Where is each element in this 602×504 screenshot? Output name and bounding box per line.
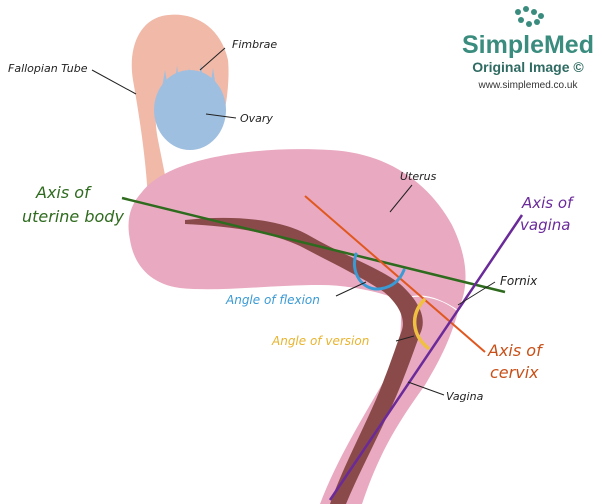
- label-axis-uterine-1: Axis of: [35, 183, 92, 202]
- label-ovary: Ovary: [240, 112, 273, 125]
- axis-vagina-line: [328, 214, 524, 501]
- brand-url: www.simplemed.co.uk: [478, 80, 579, 91]
- label-axis-cervix-2: cervix: [490, 363, 539, 382]
- pointer-fallopian: [91, 69, 137, 95]
- uterine-cavity: [185, 217, 423, 504]
- axis-uterine-body-line: [121, 196, 506, 294]
- fallopian-tube: [131, 14, 229, 200]
- fimbrae: [162, 64, 216, 88]
- pointer-flexion: [335, 281, 367, 297]
- angle-flexion-arc: [353, 252, 406, 291]
- brand-tagline: Original Image ©: [472, 59, 584, 75]
- angle-version-arc: [413, 298, 430, 350]
- brand-name: SimpleMed: [462, 31, 594, 59]
- pointer-uterus: [389, 184, 413, 213]
- axis-cervix-line: [304, 195, 486, 353]
- pointer-ovary: [205, 113, 237, 119]
- label-axis-uterine-2: uterine body: [22, 207, 124, 226]
- uterus: [128, 149, 466, 310]
- label-axis-vagina-2: vagina: [520, 216, 570, 234]
- label-uterus: Uterus: [400, 170, 437, 183]
- pointer-lines: [91, 47, 496, 396]
- label-axis-vagina-1: Axis of: [521, 194, 575, 212]
- label-fimbrae: Fimbrae: [232, 38, 277, 51]
- label-vagina: Vagina: [446, 390, 484, 403]
- label-angle-flexion: Angle of flexion: [225, 293, 320, 307]
- label-fornix: Fornix: [500, 274, 538, 288]
- pointer-version: [395, 335, 415, 342]
- pointer-vagina: [407, 381, 445, 396]
- label-axis-cervix-1: Axis of: [487, 341, 544, 360]
- pointer-fornix: [457, 281, 496, 306]
- pointer-fimbrae: [199, 47, 226, 71]
- label-angle-version: Angle of version: [271, 334, 369, 348]
- simplemed-logo: SimpleMed Original Image © www.simplemed…: [462, 6, 594, 91]
- ovary: [154, 70, 226, 150]
- label-fallopian-tube: Fallopian Tube: [8, 62, 88, 75]
- dna-icon: [515, 6, 544, 27]
